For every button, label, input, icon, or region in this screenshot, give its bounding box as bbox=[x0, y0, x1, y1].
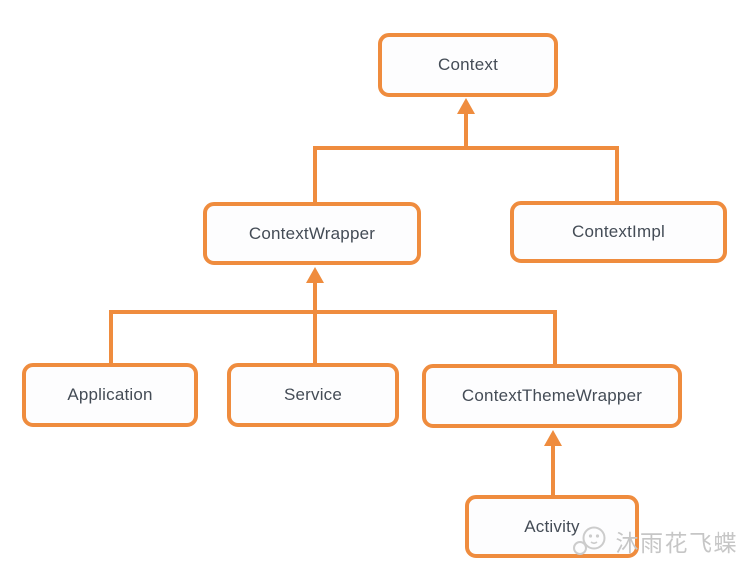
cartoon-face-icon bbox=[571, 524, 609, 558]
node-label: ContextWrapper bbox=[248, 223, 376, 243]
edge-line bbox=[615, 146, 619, 202]
watermark: 沐雨花飞蝶 bbox=[571, 524, 739, 558]
edge-line bbox=[313, 146, 619, 150]
edge-line bbox=[551, 444, 555, 496]
edge-line bbox=[464, 112, 468, 150]
node-contextthemewrapper: ContextThemeWrapper bbox=[422, 364, 682, 428]
node-context: Context bbox=[378, 33, 558, 97]
watermark-text: 沐雨花飞蝶 bbox=[615, 530, 738, 556]
node-label: ContextThemeWrapper bbox=[461, 386, 643, 405]
arrowhead-to-contextthemewrapper bbox=[544, 430, 562, 446]
arrowhead-to-context bbox=[457, 98, 475, 114]
node-label: Context bbox=[438, 55, 498, 74]
edge-line bbox=[553, 310, 557, 365]
edge-line bbox=[109, 310, 557, 314]
node-label: Application bbox=[67, 385, 153, 404]
node-label: Activity bbox=[524, 516, 580, 536]
edge-line bbox=[313, 146, 317, 203]
node-label: Service bbox=[283, 385, 343, 404]
edge-line bbox=[109, 310, 113, 364]
node-activity: Activity bbox=[465, 495, 639, 558]
node-contextimpl: ContextImpl bbox=[510, 201, 727, 263]
node-service: Service bbox=[227, 363, 399, 427]
node-label: ContextImpl bbox=[572, 222, 665, 241]
arrowhead-to-contextwrapper bbox=[306, 267, 324, 283]
edge-line bbox=[313, 281, 317, 363]
node-application: Application bbox=[22, 363, 198, 427]
node-contextwrapper: ContextWrapper bbox=[203, 202, 421, 265]
